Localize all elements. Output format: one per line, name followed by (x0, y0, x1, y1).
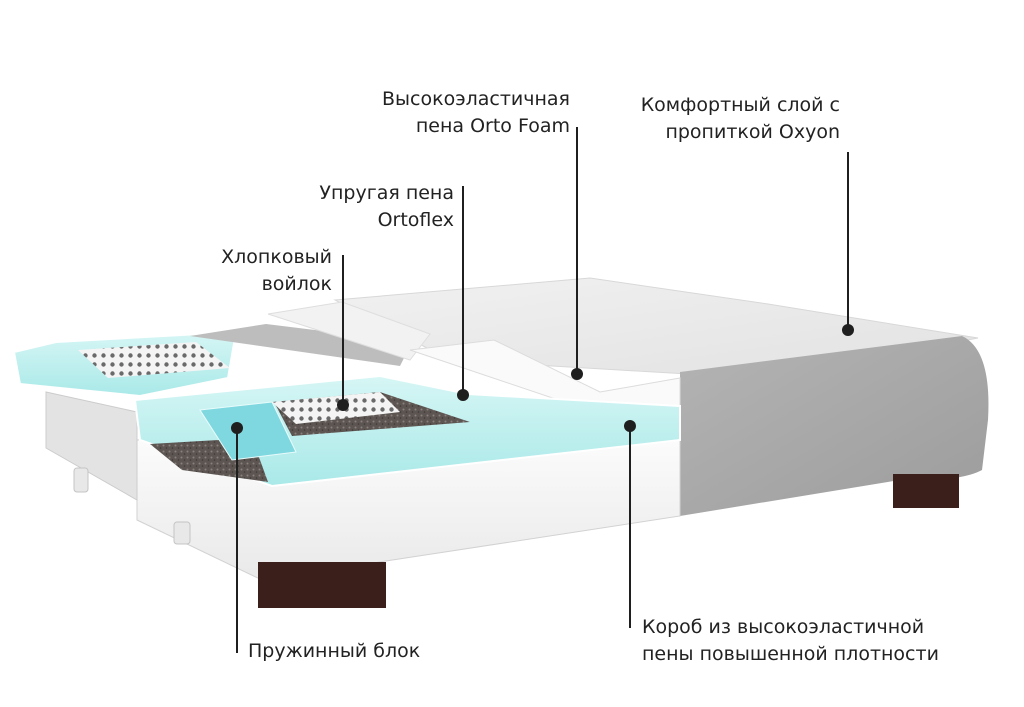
dot-orto-foam (571, 368, 583, 380)
label-ortoflex: Упругая пена Ortoflex (319, 180, 454, 234)
label-box-line2: пены повышенной плотности (642, 643, 939, 665)
label-orto-foam-line1: Высокоэластичная (381, 88, 570, 110)
dot-box (624, 420, 636, 432)
leader-dots (231, 324, 854, 434)
label-box-line1: Короб из высокоэластичной (642, 616, 925, 638)
label-felt: Хлопковый войлок (221, 244, 332, 298)
label-felt-line1: Хлопковый (221, 246, 332, 268)
label-spring-block: Пружинный блок (248, 638, 420, 665)
dot-spring (231, 422, 243, 434)
grey-upholstery-panel (680, 336, 989, 516)
dot-felt (337, 399, 349, 411)
left-base (45, 391, 138, 501)
label-felt-line2: войлок (261, 273, 332, 295)
label-ortoflex-line1: Упругая пена (319, 182, 454, 204)
ortoflex-layer (190, 324, 412, 366)
leg-front-left (258, 562, 386, 608)
leader-lines (236, 127, 849, 653)
label-orto-foam-line2: пена Orto Foam (415, 115, 570, 137)
spring-block-top (272, 392, 400, 424)
label-orto-foam: Высокоэластичная пена Orto Foam (382, 86, 570, 140)
dot-comfort (842, 324, 854, 336)
label-comfort-line1: Комфортный слой с (640, 94, 840, 116)
metal-leg-1 (73, 467, 89, 493)
label-comfort-layer: Комфортный слой с пропиткой Oxyon (641, 92, 840, 146)
leg-front-right (893, 474, 959, 508)
label-ortoflex-line2: Ortoflex (377, 209, 454, 231)
label-comfort-line2: пропиткой Oxyon (665, 121, 840, 143)
orto-foam-layer (267, 301, 431, 361)
label-spring-line1: Пружинный блок (248, 640, 421, 662)
left-spring-block (78, 342, 230, 378)
label-box: Короб из высокоэластичной пены повышенно… (642, 614, 939, 668)
dot-ortoflex (457, 389, 469, 401)
metal-leg-2 (173, 521, 191, 545)
spring-block-front (199, 401, 297, 461)
